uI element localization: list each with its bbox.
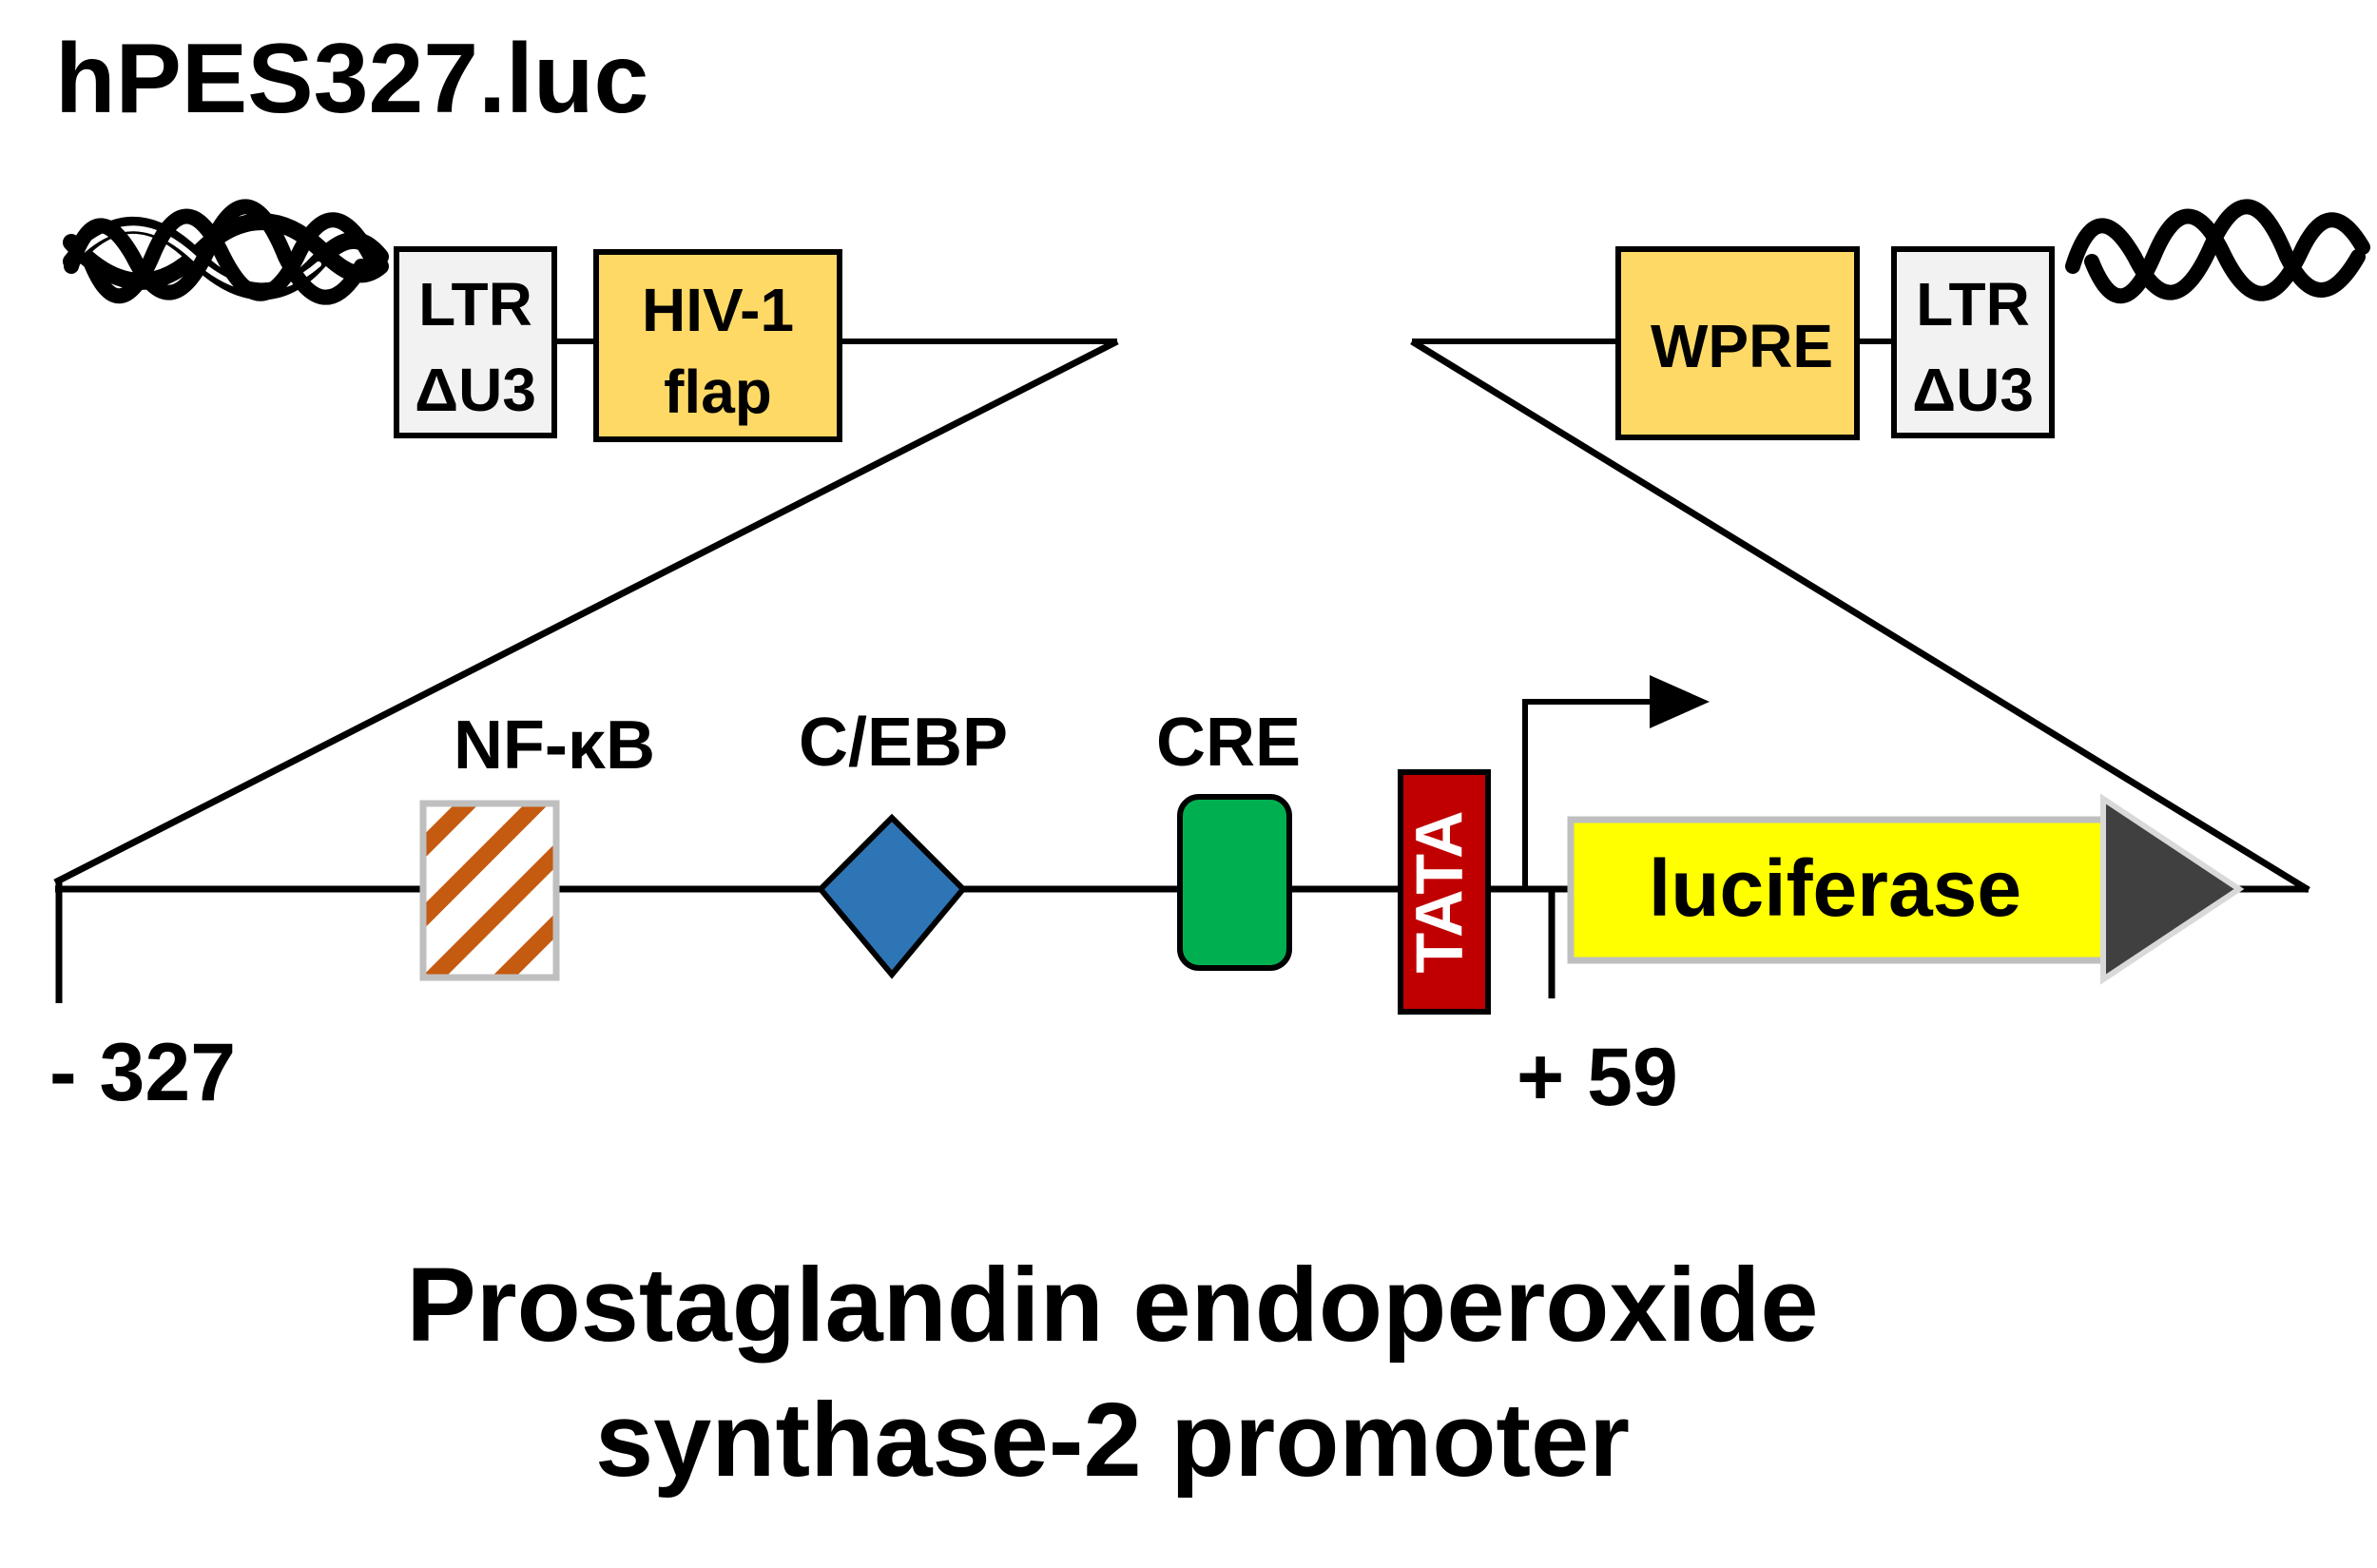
transcription-start-arrow-icon xyxy=(1522,675,1710,889)
cebp-label: C/EBP xyxy=(799,705,1008,781)
zoom-line-left xyxy=(53,338,1119,886)
left-genomic-dna-helix-waves-icon xyxy=(64,199,378,305)
nfkb-label: NF-κB xyxy=(454,707,655,784)
hiv1-flap-label-line1: HIV-1 xyxy=(642,276,794,344)
tata-label: TATA xyxy=(1401,810,1476,973)
hiv1-flap-label-line2: flap xyxy=(664,358,772,426)
zoom-line-right xyxy=(1410,339,2310,893)
construct-title: hPES327.luc xyxy=(55,24,648,134)
promoter-end-position: + 59 xyxy=(1517,1032,1678,1123)
luciferase-arrowhead-icon xyxy=(2100,793,2245,985)
ltr-right-label-line1: LTR xyxy=(1916,270,2030,339)
cre-element-box xyxy=(1177,794,1292,971)
right-genomic-dna-helix-waves-icon xyxy=(2065,199,2370,304)
tata-box xyxy=(1398,769,1491,1015)
luciferase-label: luciferase xyxy=(1649,843,2021,933)
cebp-element-diamond xyxy=(816,813,968,979)
ltr-right-box: LTR ΔU3 xyxy=(1891,246,2055,438)
nfkb-element-box xyxy=(419,800,560,981)
caption-line2: synthase-2 promoter xyxy=(595,1382,1630,1499)
luciferase-reporter: luciferase xyxy=(1567,793,2245,985)
caption-line1: Prostaglandin endoperoxide xyxy=(406,1247,1818,1364)
promoter-start-position: - 327 xyxy=(49,1027,236,1118)
ltr-left-label-line1: LTR xyxy=(418,270,532,339)
ltr-right-label-line2: ΔU3 xyxy=(1912,356,2034,424)
wpre-box: WPRE xyxy=(1615,246,1860,440)
luciferase-box xyxy=(1567,816,2115,964)
wpre-label: WPRE xyxy=(1651,312,1833,380)
ltr-left-box: LTR ΔU3 xyxy=(394,246,557,438)
ltr-left-label-line2: ΔU3 xyxy=(415,356,536,424)
hiv1-flap-box: HIV-1 flap xyxy=(593,249,842,442)
cre-label: CRE xyxy=(1156,705,1301,781)
